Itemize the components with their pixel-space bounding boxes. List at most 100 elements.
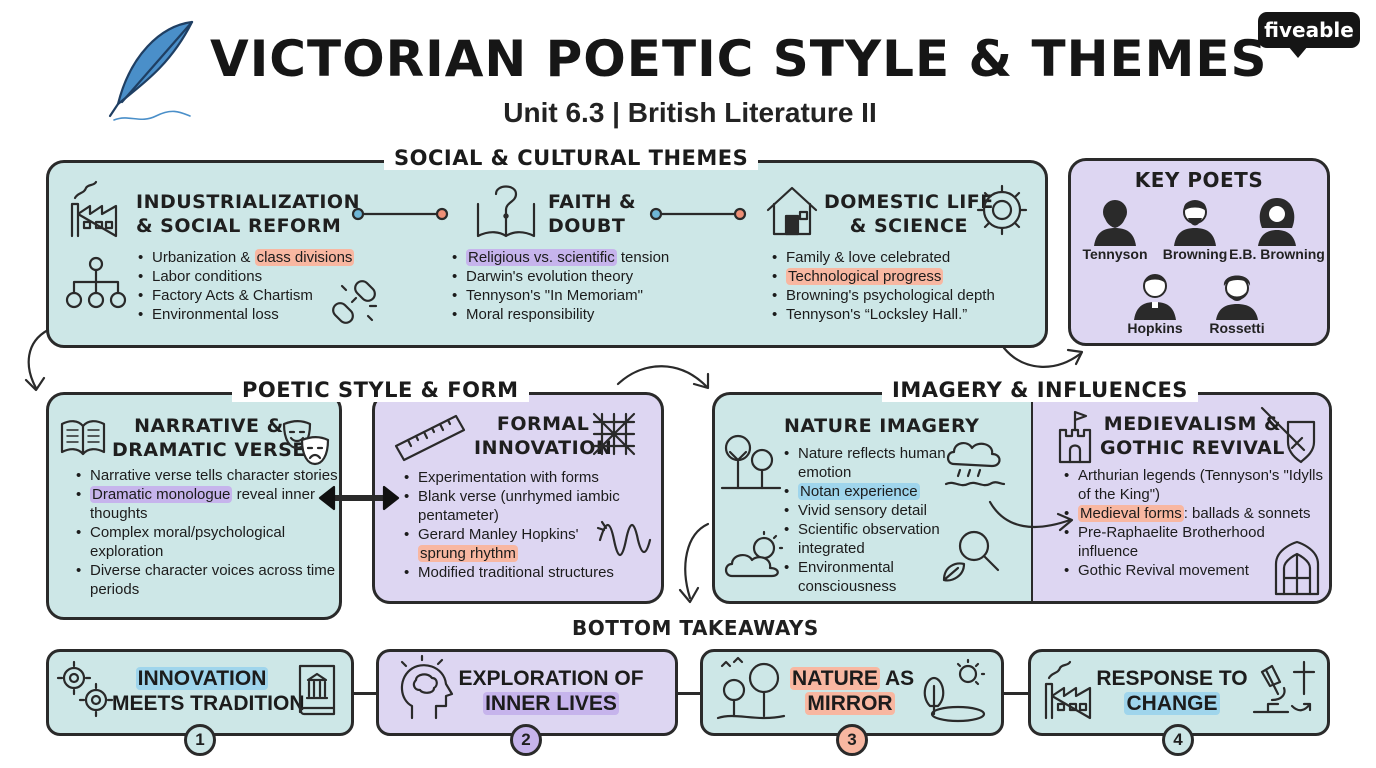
imagery-label: IMAGERY & INFLUENCES: [882, 378, 1198, 402]
takeaway-number-4: 4: [1162, 724, 1194, 756]
poet-name: Hopkins: [1127, 320, 1183, 336]
industrialization-list: Urbanization & class divisions Labor con…: [138, 248, 378, 324]
list-item: Arthurian legends (Tennyson's "Idylls of…: [1064, 466, 1326, 504]
poet-name: E.B. Browning: [1229, 246, 1325, 262]
trees-icon: [720, 434, 782, 490]
medievalism-heading: MEDIEVALISM & GOTHIC REVIVAL: [1100, 413, 1285, 459]
head-brain-icon: [400, 654, 454, 720]
page-title: VICTORIAN POETIC STYLE & THEMES: [210, 30, 1268, 88]
key-poets-panel: [1068, 158, 1330, 346]
list-item: Dramatic monologue reveal inner thoughts: [76, 485, 338, 523]
poet-name: Rossetti: [1209, 320, 1265, 336]
factory-icon: [70, 180, 118, 238]
faith-list: Religious vs. scientific tension Darwin'…: [452, 248, 712, 324]
list-item: Scientific observation integrated: [784, 520, 960, 558]
list-item: Nature reflects human emotion: [784, 444, 960, 482]
takeaway-number-3: 3: [836, 724, 868, 756]
takeaway-text-3: NATURE AS MIRROR: [790, 667, 915, 715]
hierarchy-icon: [65, 256, 127, 309]
factory-small-icon: [1044, 660, 1092, 720]
portrait-icon: [1094, 200, 1136, 246]
narrative-list: Narrative verse tells character stories …: [76, 466, 338, 599]
grid-pattern-icon: [592, 412, 636, 456]
sword-shield-icon: [1260, 406, 1316, 464]
list-item: Tennyson's “Locksley Hall.”: [772, 305, 1042, 324]
list-item: Family & love celebrated: [772, 248, 1042, 267]
takeaway-text-4: RESPONSE TO CHANGE: [1096, 667, 1248, 715]
list-item: Tennyson's "In Memoriam": [452, 286, 712, 305]
sun-lake-icon: [923, 658, 986, 723]
book-question-icon: [476, 185, 536, 238]
open-book-icon: [60, 420, 106, 456]
list-item: Modified traditional structures: [404, 563, 660, 582]
poet-hopkins: Hopkins: [1100, 268, 1210, 336]
magnifier-leaf-icon: [942, 530, 1000, 582]
double-arrow-icon: [318, 485, 400, 511]
faith-heading: FAITH & DOUBT: [548, 191, 637, 237]
portrait-icon: [1216, 275, 1258, 320]
list-item: Technological progress: [772, 267, 1042, 286]
takeaways-connector: [354, 692, 1034, 695]
forest-landscape-icon: [716, 656, 786, 720]
house-icon: [766, 186, 818, 236]
ruler-icon: [394, 414, 466, 462]
arrow-curved-right-icon: [616, 365, 710, 390]
list-item: Urbanization & class divisions: [138, 248, 378, 267]
list-item: Darwin's evolution theory: [452, 267, 712, 286]
list-item: Gothic Revival movement: [1064, 561, 1326, 580]
gothic-window-icon: [1274, 540, 1320, 596]
list-item: Narrative verse tells character stories: [76, 466, 338, 485]
gears-icon: [56, 660, 114, 718]
arrow-to-poets-icon: [1002, 346, 1084, 368]
medievalism-list: Arthurian legends (Tennyson's "Idylls of…: [1064, 466, 1326, 580]
castle-icon: [1058, 410, 1092, 464]
takeaway-number-1: 1: [184, 724, 216, 756]
arrow-down-left-icon: [24, 328, 50, 392]
poet-name: Browning: [1162, 246, 1228, 262]
nature-list: Nature reflects human emotion Notan expe…: [784, 444, 960, 596]
portrait-icon: [1174, 200, 1216, 246]
list-item: Diverse character voices across time per…: [76, 561, 338, 599]
list-item: Environmental consciousness: [784, 558, 960, 596]
takeaway-text-1: INNOVATION MEETS TRADITION: [112, 667, 305, 715]
library-book-icon: [298, 664, 336, 716]
page-subtitle: Unit 6.3 | British Literature II: [503, 97, 877, 128]
list-item: Pre-Raphaelite Brotherhood influence: [1064, 523, 1326, 561]
poet-eb-browning: E.B. Browning: [1222, 194, 1332, 262]
list-item: Notan experience: [784, 482, 960, 501]
list-item: Environmental loss: [138, 305, 378, 324]
poetic-style-label: POETIC STYLE & FORM: [232, 378, 529, 402]
list-item: Vivid sensory detail: [784, 501, 960, 520]
domestic-list: Family & love celebrated Technological p…: [772, 248, 1042, 324]
list-item: Blank verse (unrhymed iambic pentameter): [404, 487, 660, 525]
gear-icon: [976, 184, 1028, 236]
portrait-icon: [1134, 274, 1176, 320]
social-themes-label: SOCIAL & CULTURAL THEMES: [384, 146, 759, 170]
quill-icon: [108, 20, 194, 121]
formal-heading: FORMAL INNOVATION: [474, 413, 613, 459]
poet-name: Tennyson: [1082, 246, 1148, 262]
poet-rossetti: Rossetti: [1182, 268, 1292, 336]
cloud-sun-icon: [724, 530, 784, 578]
formal-list: Experimentation with forms Blank verse (…: [404, 468, 660, 582]
industrialization-heading: INDUSTRIALIZATION & SOCIAL REFORM: [136, 191, 360, 237]
narrative-heading: NARRATIVE & DRAMATIC VERSE: [112, 415, 306, 461]
poet-browning: Browning: [1140, 194, 1250, 262]
broken-chain-icon: [332, 280, 378, 324]
list-item: Medieval forms: ballads & sonnets: [1064, 504, 1326, 523]
connector-2-icon: [649, 207, 747, 221]
connector-1-icon: [351, 207, 449, 221]
list-item: Complex moral/psychological exploration: [76, 523, 338, 561]
fiveable-logo[interactable]: fiveable: [1258, 12, 1360, 58]
list-item: Gerard Manley Hopkins'sprung rhythm: [404, 525, 660, 563]
rhythm-wave-icon: [596, 520, 652, 557]
list-item: Experimentation with forms: [404, 468, 660, 487]
list-item: Moral responsibility: [452, 305, 712, 324]
microscope-cross-icon: [1252, 660, 1316, 714]
domestic-heading: DOMESTIC LIFE & SCIENCE: [824, 191, 994, 237]
theater-masks-icon: [282, 419, 330, 466]
list-item: Labor conditions: [138, 267, 378, 286]
takeaway-number-2: 2: [510, 724, 542, 756]
portrait-icon: [1258, 198, 1296, 246]
takeaways-label: BOTTOM TAKEAWAYS: [572, 616, 819, 640]
